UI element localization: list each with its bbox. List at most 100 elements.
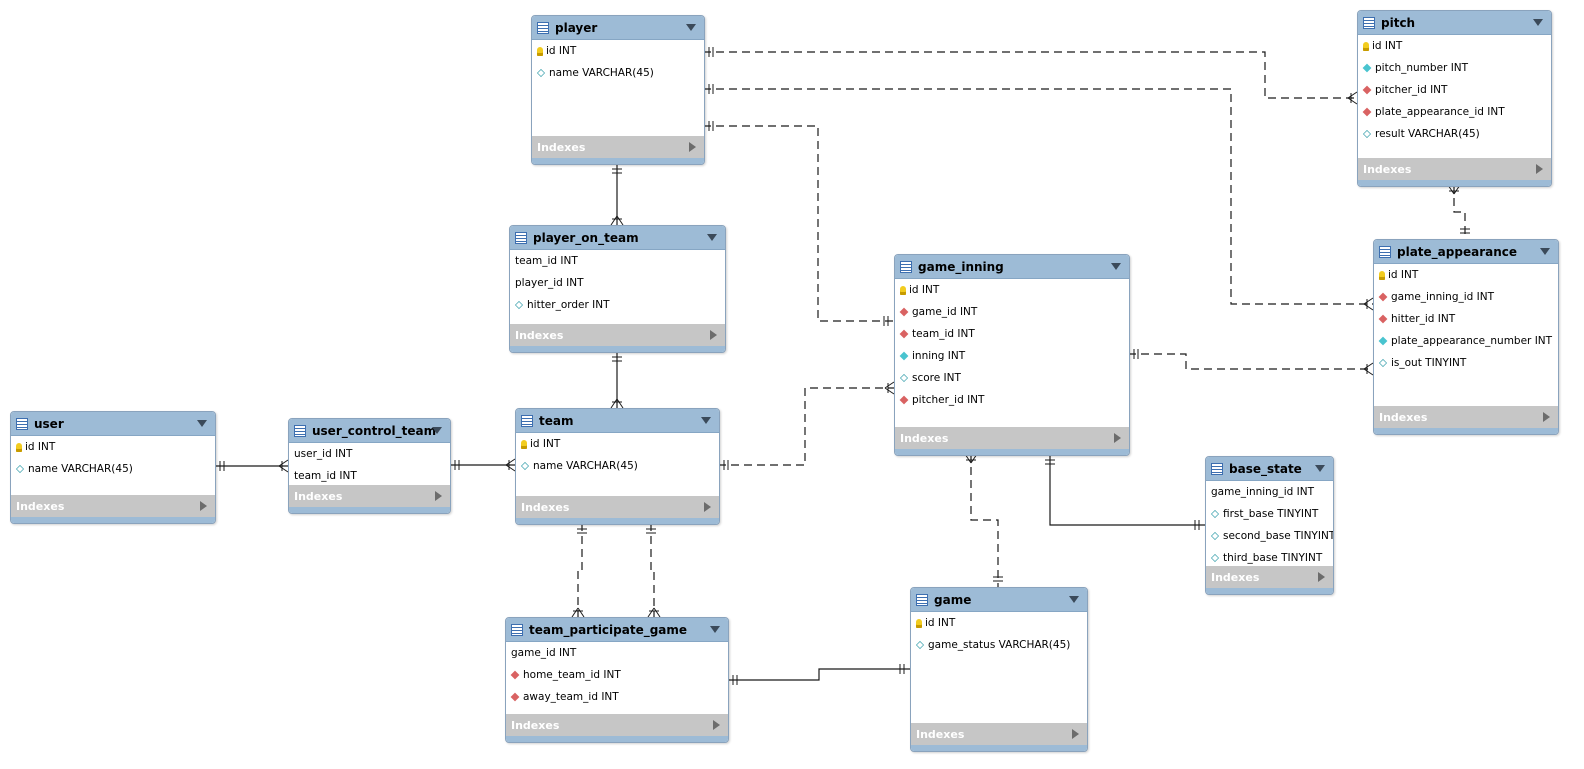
- indexes-section[interactable]: Indexes: [510, 324, 725, 346]
- relationship-team-team_participate_game[interactable]: [571, 523, 587, 618]
- column-row[interactable]: first_base TINYINT: [1206, 503, 1333, 525]
- relationship-team-user_control_team[interactable]: [449, 458, 516, 472]
- relationship-player-player_on_team[interactable]: [610, 163, 624, 226]
- table-header[interactable]: team: [516, 409, 719, 433]
- relationship-game_inning-game[interactable]: [964, 453, 1003, 587]
- column-row[interactable]: hitter_id INT: [1374, 308, 1558, 330]
- column-row[interactable]: team_id INT: [510, 250, 725, 272]
- indexes-section[interactable]: Indexes: [1374, 406, 1558, 428]
- column-row[interactable]: id INT: [1358, 35, 1551, 57]
- column-row[interactable]: pitcher_id INT: [1358, 79, 1551, 101]
- column-row[interactable]: game_status VARCHAR(45): [911, 634, 1087, 656]
- column-row[interactable]: user_id INT: [289, 443, 450, 465]
- indexes-section[interactable]: Indexes: [506, 714, 728, 736]
- column-row[interactable]: hitter_order INT: [510, 294, 725, 316]
- column-row[interactable]: second_base TINYINT: [1206, 525, 1333, 547]
- relationship-team-player_on_team[interactable]: [610, 351, 624, 409]
- column-row[interactable]: away_team_id INT: [506, 686, 728, 708]
- column-row[interactable]: game_id INT: [506, 642, 728, 664]
- column-row[interactable]: is_out TINYINT: [1374, 352, 1558, 374]
- collapse-arrow-icon[interactable]: [1069, 596, 1079, 603]
- column-row[interactable]: id INT: [895, 279, 1129, 301]
- collapse-arrow-icon[interactable]: [707, 234, 717, 241]
- collapse-arrow-icon[interactable]: [1540, 248, 1550, 255]
- collapse-arrow-icon[interactable]: [432, 427, 442, 434]
- collapse-arrow-icon[interactable]: [1533, 19, 1543, 26]
- table-header[interactable]: player_on_team: [510, 226, 725, 250]
- column-row[interactable]: name VARCHAR(45): [11, 458, 215, 480]
- table-header[interactable]: base_state: [1206, 457, 1333, 481]
- expand-arrow-icon[interactable]: [1543, 412, 1550, 422]
- relationship-game_inning-plate_appearance[interactable]: [1128, 349, 1374, 376]
- indexes-section[interactable]: Indexes: [1206, 566, 1333, 588]
- column-row[interactable]: score INT: [895, 367, 1129, 389]
- indexes-section[interactable]: Indexes: [289, 485, 450, 507]
- column-row[interactable]: game_id INT: [895, 301, 1129, 323]
- collapse-arrow-icon[interactable]: [686, 24, 696, 31]
- relationship-game_inning-base_state[interactable]: [1045, 454, 1205, 530]
- expand-arrow-icon[interactable]: [704, 502, 711, 512]
- indexes-section[interactable]: Indexes: [1358, 158, 1551, 180]
- relationship-player-pitch[interactable]: [703, 47, 1358, 105]
- collapse-arrow-icon[interactable]: [197, 420, 207, 427]
- relationship-user-user_control_team[interactable]: [214, 459, 289, 473]
- relationship-pitch-plate_appearance[interactable]: [1447, 184, 1470, 239]
- collapse-arrow-icon[interactable]: [710, 626, 720, 633]
- expand-arrow-icon[interactable]: [710, 330, 717, 340]
- column-row[interactable]: team_id INT: [895, 323, 1129, 345]
- column-row[interactable]: pitch_number INT: [1358, 57, 1551, 79]
- column-row[interactable]: third_base TINYINT: [1206, 547, 1333, 569]
- column-row[interactable]: plate_appearance_id INT: [1358, 101, 1551, 123]
- indexes-section[interactable]: Indexes: [895, 427, 1129, 449]
- relationship-team-game_inning[interactable]: [718, 381, 895, 470]
- expand-arrow-icon[interactable]: [689, 142, 696, 152]
- column-row[interactable]: game_inning_id INT: [1374, 286, 1558, 308]
- indexes-section[interactable]: Indexes: [11, 495, 215, 517]
- column-row[interactable]: id INT: [532, 40, 704, 62]
- expand-arrow-icon[interactable]: [713, 720, 720, 730]
- expand-arrow-icon[interactable]: [1536, 164, 1543, 174]
- column-row[interactable]: id INT: [911, 612, 1087, 634]
- collapse-arrow-icon[interactable]: [701, 417, 711, 424]
- table-header[interactable]: pitch: [1358, 11, 1551, 35]
- relationship-player-game_inning[interactable]: [703, 121, 894, 326]
- indexes-section[interactable]: Indexes: [516, 496, 719, 518]
- relationship-team-team_participate_game[interactable]: [646, 523, 661, 618]
- column-row[interactable]: result VARCHAR(45): [1358, 123, 1551, 145]
- table-header[interactable]: plate_appearance: [1374, 240, 1558, 264]
- expand-arrow-icon[interactable]: [1318, 572, 1325, 582]
- column-row[interactable]: home_team_id INT: [506, 664, 728, 686]
- collapse-arrow-icon[interactable]: [1315, 465, 1325, 472]
- table-header[interactable]: game_inning: [895, 255, 1129, 279]
- column-row[interactable]: inning INT: [895, 345, 1129, 367]
- expand-arrow-icon[interactable]: [1114, 433, 1121, 443]
- column-row[interactable]: id INT: [1374, 264, 1558, 286]
- expand-arrow-icon[interactable]: [200, 501, 207, 511]
- table-header[interactable]: game: [911, 588, 1087, 612]
- table-header[interactable]: team_participate_game: [506, 618, 728, 642]
- collapse-arrow-icon[interactable]: [1111, 263, 1121, 270]
- column-row[interactable]: pitcher_id INT: [895, 389, 1129, 411]
- column-row[interactable]: name VARCHAR(45): [532, 62, 704, 84]
- column-row[interactable]: player_id INT: [510, 272, 725, 294]
- table-header[interactable]: user: [11, 412, 215, 436]
- column-row[interactable]: id INT: [11, 436, 215, 458]
- table-header[interactable]: player: [532, 16, 704, 40]
- relationship-team_participate_game-game[interactable]: [727, 664, 910, 685]
- relationship-player-plate_appearance[interactable]: [703, 84, 1374, 311]
- column-row[interactable]: game_inning_id INT: [1206, 481, 1333, 503]
- column-row[interactable]: plate_appearance_number INT: [1374, 330, 1558, 352]
- column-row[interactable]: name VARCHAR(45): [516, 455, 719, 477]
- expand-arrow-icon[interactable]: [435, 491, 442, 501]
- indexes-section[interactable]: Indexes: [532, 136, 704, 158]
